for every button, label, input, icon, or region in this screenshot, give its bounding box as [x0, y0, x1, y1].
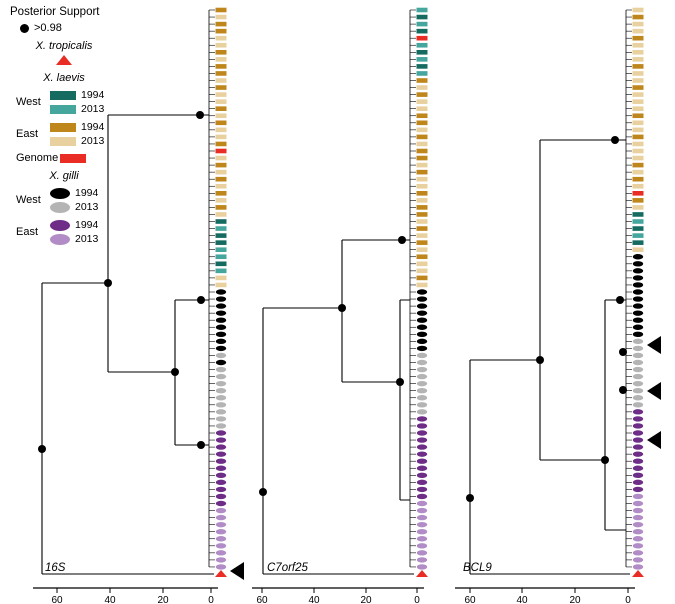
gilli-west-swatches: 1994 2013 [50, 186, 98, 214]
legend-title: Posterior Support [10, 6, 100, 18]
year-label: 2013 [81, 103, 105, 115]
gilli-east-swatches: 1994 2013 [50, 218, 98, 246]
panel-label-c7orf25: C7orf25 [267, 562, 309, 574]
tropicalis-triangle-icon [56, 55, 72, 65]
support-nodes [38, 111, 205, 453]
tip-markers [632, 7, 644, 577]
swatch-laevis-west-2013 [50, 104, 76, 114]
tip-markers [416, 7, 428, 577]
swatch-gilli-east-1994 [50, 219, 70, 231]
panel-label-16s: 16S [45, 562, 66, 574]
support-nodes [259, 236, 406, 496]
year-label: 1994 [81, 89, 105, 101]
svg-text:60: 60 [51, 595, 63, 604]
region-west-label: West [16, 96, 41, 108]
tip-branch-comb [409, 9, 416, 568]
x-axis: 60 40 20 0 [252, 587, 424, 604]
swatch-genome [60, 153, 86, 163]
svg-text:20: 20 [157, 595, 169, 604]
svg-text:60: 60 [464, 595, 476, 604]
tropicalis-marker-row [8, 54, 120, 66]
laevis-west-group: West 1994 2013 [16, 88, 150, 116]
swatch-gilli-east-2013 [50, 233, 70, 245]
svg-text:40: 40 [308, 595, 320, 604]
tree-branches [262, 239, 414, 575]
svg-text:40: 40 [516, 595, 528, 604]
species-laevis-label: X. laevis [43, 72, 85, 84]
svg-text:0: 0 [625, 595, 631, 604]
tree-branches [469, 139, 630, 575]
region-east-label: East [16, 226, 39, 238]
swatch-gilli-west-2013 [50, 201, 70, 213]
species-tropicalis-label: X. tropicalis [35, 40, 93, 52]
year-label: 2013 [75, 233, 99, 245]
svg-text:0: 0 [208, 595, 214, 604]
genome-label: Genome [16, 152, 59, 164]
region-east-label: East [16, 128, 39, 140]
svg-text:40: 40 [104, 595, 116, 604]
svg-text:20: 20 [360, 595, 372, 604]
year-label: 2013 [75, 201, 99, 213]
laevis-east-group: East 1994 2013 [16, 120, 150, 148]
year-label: 2013 [81, 135, 105, 147]
support-dot-icon [20, 23, 29, 33]
species-gilli-label: X. gilli [49, 170, 79, 182]
panel-label-bcl9: BCL9 [463, 562, 492, 574]
genome-group: Genome [16, 152, 150, 164]
year-label: 1994 [75, 187, 99, 199]
legend: Posterior Support >0.98 X. tropicalis X.… [8, 6, 150, 250]
gilli-east-group: East 1994 2013 [16, 218, 150, 246]
swatch-laevis-west-1994 [50, 90, 76, 100]
tip-branch-comb [208, 9, 215, 568]
swatch-laevis-east-2013 [50, 136, 76, 146]
year-label: 1994 [81, 121, 105, 133]
support-threshold-label: >0.98 [34, 22, 62, 34]
svg-text:0: 0 [414, 595, 420, 604]
support-legend-row: >0.98 [20, 22, 150, 34]
gilli-west-group: West 1994 2013 [16, 186, 150, 214]
clade-arrows [230, 562, 244, 580]
x-axis: 60 40 20 0 [455, 587, 635, 604]
swatch-gilli-west-1994 [50, 187, 70, 199]
svg-text:60: 60 [256, 595, 268, 604]
tree-panel-c7orf25: 60 40 20 0 C7orf25 [252, 7, 428, 604]
tree-panel-bcl9: 60 40 20 0 BCL9 [455, 7, 661, 604]
swatch-laevis-east-1994 [50, 122, 76, 132]
region-west-label: West [16, 194, 41, 206]
support-nodes [466, 136, 627, 502]
year-label: 1994 [75, 219, 99, 231]
tree-panel-16s: 60 40 20 0 16S [33, 7, 244, 604]
svg-text:20: 20 [569, 595, 581, 604]
clade-arrows [647, 336, 661, 449]
tip-markers [215, 7, 227, 577]
laevis-east-swatches: 1994 2013 [50, 120, 104, 148]
laevis-west-swatches: 1994 2013 [50, 88, 104, 116]
tip-branch-comb [625, 9, 632, 568]
x-axis: 60 40 20 0 [33, 587, 218, 604]
